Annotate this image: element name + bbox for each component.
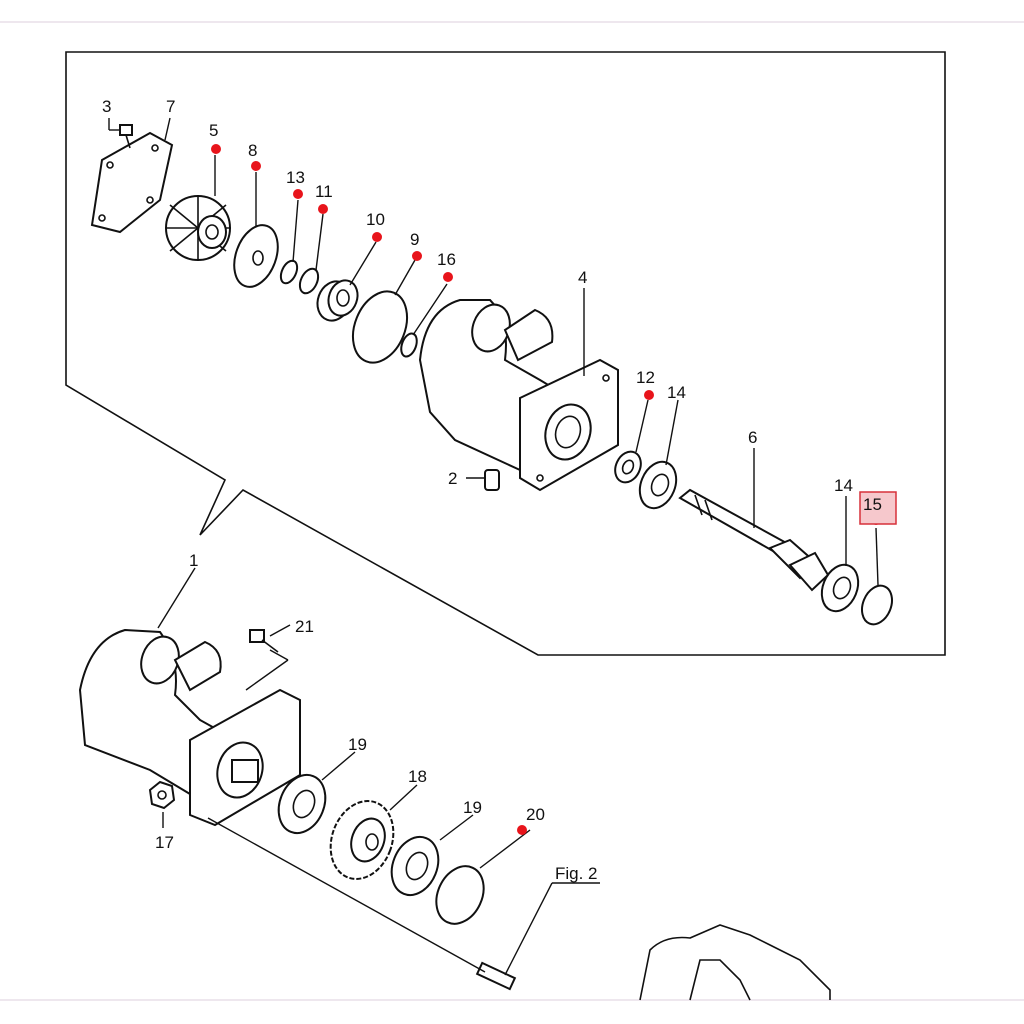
label-part-7[interactable]: 7 bbox=[166, 97, 175, 116]
label-part-18[interactable]: 18 bbox=[408, 767, 427, 786]
label-part-13[interactable]: 13 bbox=[286, 168, 305, 187]
bolt[interactable] bbox=[249, 629, 279, 653]
drive-shaft[interactable] bbox=[678, 488, 830, 592]
pump-housing[interactable] bbox=[418, 299, 619, 492]
pump-assembly[interactable] bbox=[78, 628, 301, 827]
o-ring-20[interactable] bbox=[427, 859, 492, 932]
label-part-3[interactable]: 3 bbox=[102, 97, 111, 116]
ball-bearing-14b[interactable] bbox=[815, 559, 865, 616]
label-part-4[interactable]: 4 bbox=[578, 268, 587, 287]
leader-lines bbox=[108, 117, 879, 976]
label-part-10[interactable]: 10 bbox=[366, 210, 385, 229]
ball-bearing-19a[interactable] bbox=[270, 768, 333, 840]
washer[interactable] bbox=[226, 219, 285, 293]
small-ring-13[interactable] bbox=[278, 258, 301, 286]
label-part-1[interactable]: 1 bbox=[189, 551, 198, 570]
label-part-19b[interactable]: 19 bbox=[463, 798, 482, 817]
label-part-21[interactable]: 21 bbox=[295, 617, 314, 636]
large-o-ring[interactable] bbox=[343, 283, 417, 370]
label-part-15[interactable]: 15 bbox=[863, 495, 882, 514]
ball-bearing-19b[interactable] bbox=[383, 830, 446, 902]
label-part-5[interactable]: 5 bbox=[209, 121, 218, 140]
label-part-14a[interactable]: 14 bbox=[667, 383, 686, 402]
bearing-small[interactable] bbox=[610, 447, 645, 486]
gear[interactable] bbox=[320, 792, 404, 888]
label-part-6[interactable]: 6 bbox=[748, 428, 757, 447]
nut[interactable] bbox=[148, 780, 176, 810]
marker-dots bbox=[211, 144, 881, 835]
gearcase-housing-partial bbox=[639, 924, 831, 1001]
label-part-2[interactable]: 2 bbox=[448, 469, 457, 488]
label-part-11[interactable]: 11 bbox=[315, 182, 333, 201]
impeller[interactable] bbox=[165, 195, 231, 261]
label-part-19a[interactable]: 19 bbox=[348, 735, 367, 754]
dowel-pin[interactable] bbox=[484, 469, 500, 491]
label-part-20[interactable]: 20 bbox=[526, 805, 545, 824]
figure-reference-label[interactable]: Fig. 2 bbox=[555, 864, 598, 883]
detail-callout-frame bbox=[65, 51, 946, 656]
selected-part-highlight[interactable] bbox=[859, 491, 897, 525]
label-part-9[interactable]: 9 bbox=[410, 230, 419, 249]
seal[interactable] bbox=[312, 276, 362, 325]
small-ring-11[interactable] bbox=[296, 266, 321, 296]
label-part-12[interactable]: 12 bbox=[636, 368, 655, 387]
label-part-8[interactable]: 8 bbox=[248, 141, 257, 160]
circlip[interactable] bbox=[857, 581, 898, 629]
label-part-17[interactable]: 17 bbox=[155, 833, 174, 852]
label-part-16[interactable]: 16 bbox=[437, 250, 456, 269]
cover-plate[interactable] bbox=[90, 131, 174, 234]
label-part-14b[interactable]: 14 bbox=[834, 476, 853, 495]
